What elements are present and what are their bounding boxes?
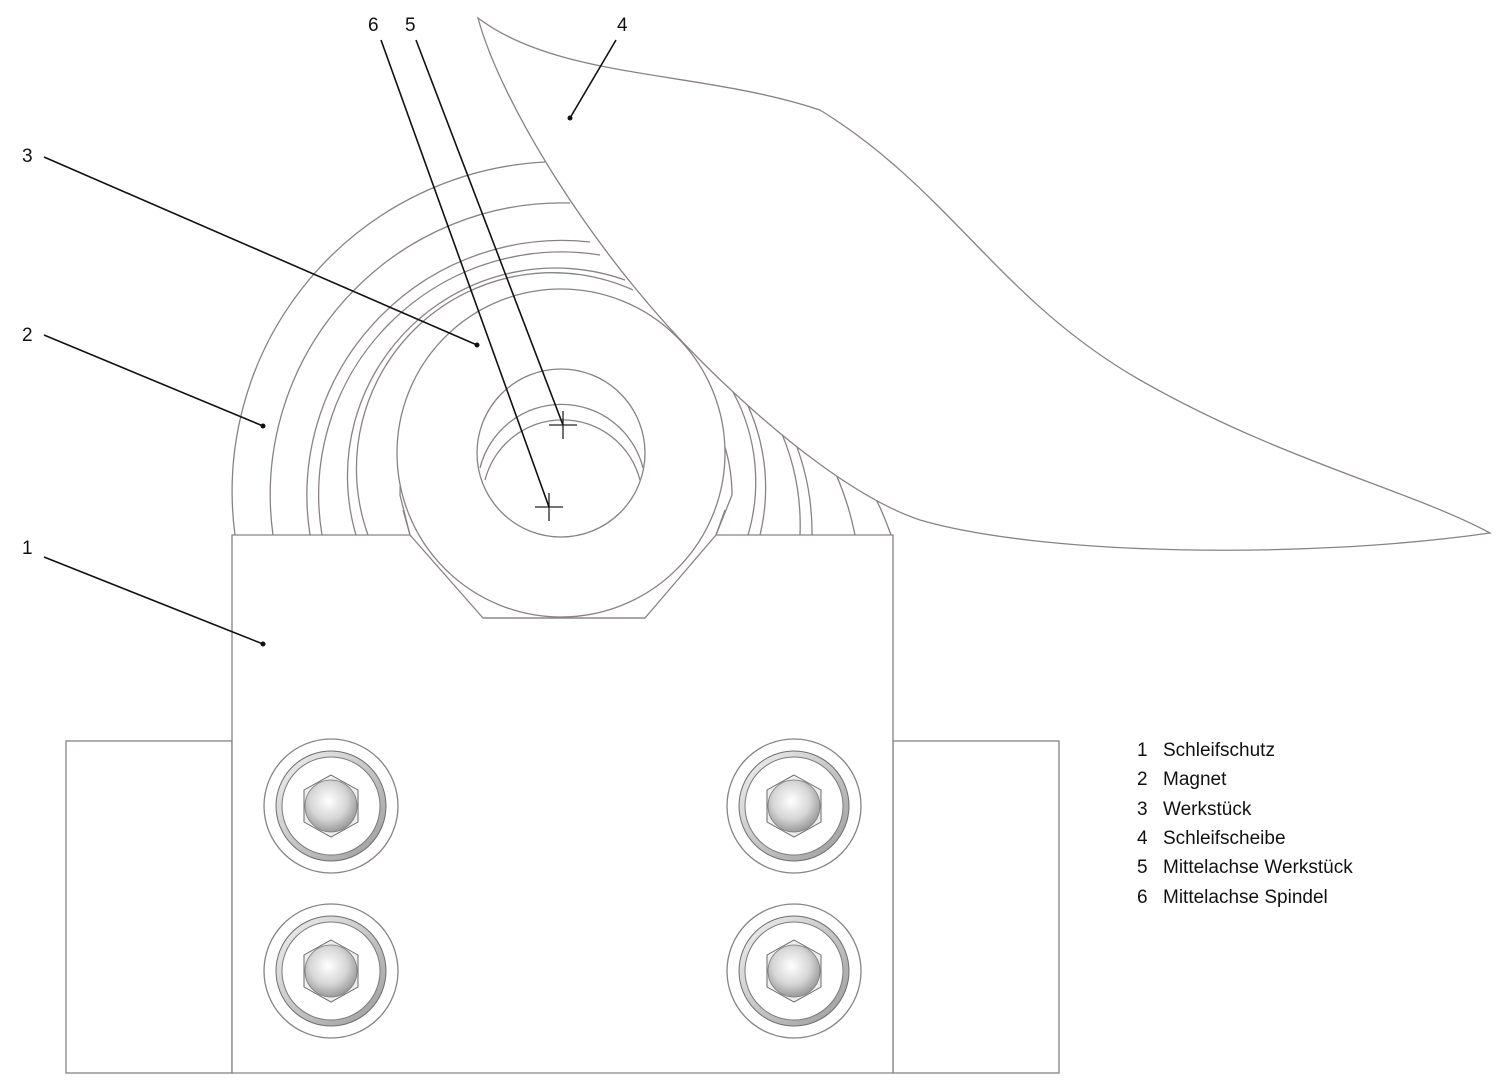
bolt-bottom-left — [263, 903, 399, 1039]
magnet — [231, 161, 892, 536]
legend-label-4: Schleifscheibe — [1163, 828, 1286, 849]
leader-2 — [43, 334, 266, 429]
legend: 1 Schleifschutz 2 Magnet 3 Werkstück 4 S… — [1137, 740, 1353, 908]
base-flange-left — [65, 740, 233, 1074]
bolt-top-right — [726, 738, 862, 874]
callout-number-3: 3 — [22, 146, 33, 167]
legend-number-2: 2 — [1137, 769, 1148, 790]
leader-3 — [43, 156, 480, 348]
legend-number-1: 1 — [1137, 740, 1148, 761]
callout-number-4: 4 — [617, 15, 628, 36]
legend-number-6: 6 — [1137, 887, 1148, 908]
callout-number-2: 2 — [22, 325, 33, 346]
leader-1 — [43, 556, 266, 647]
legend-label-2: Magnet — [1163, 769, 1227, 790]
legend-label-1: Schleifschutz — [1163, 740, 1275, 761]
grinding-wheel — [476, 16, 1493, 551]
leader-5 — [415, 39, 564, 426]
legend-number-3: 3 — [1137, 799, 1148, 820]
callout-number-5: 5 — [405, 15, 416, 36]
workpiece — [396, 288, 733, 619]
legend-label-6: Mittelachse Spindel — [1163, 887, 1328, 908]
legend-number-5: 5 — [1137, 857, 1148, 878]
legend-number-4: 4 — [1137, 828, 1148, 849]
leader-4 — [567, 39, 617, 121]
legend-label-5: Mittelachse Werkstück — [1163, 857, 1353, 878]
base-flange-right — [892, 740, 1060, 1074]
legend-label-3: Werkstück — [1163, 799, 1252, 820]
leader-6 — [380, 39, 550, 508]
callout-number-6: 6 — [368, 15, 379, 36]
bolt-top-left — [263, 738, 399, 874]
callout-number-1: 1 — [22, 538, 33, 559]
bolt-bottom-right — [726, 903, 862, 1039]
